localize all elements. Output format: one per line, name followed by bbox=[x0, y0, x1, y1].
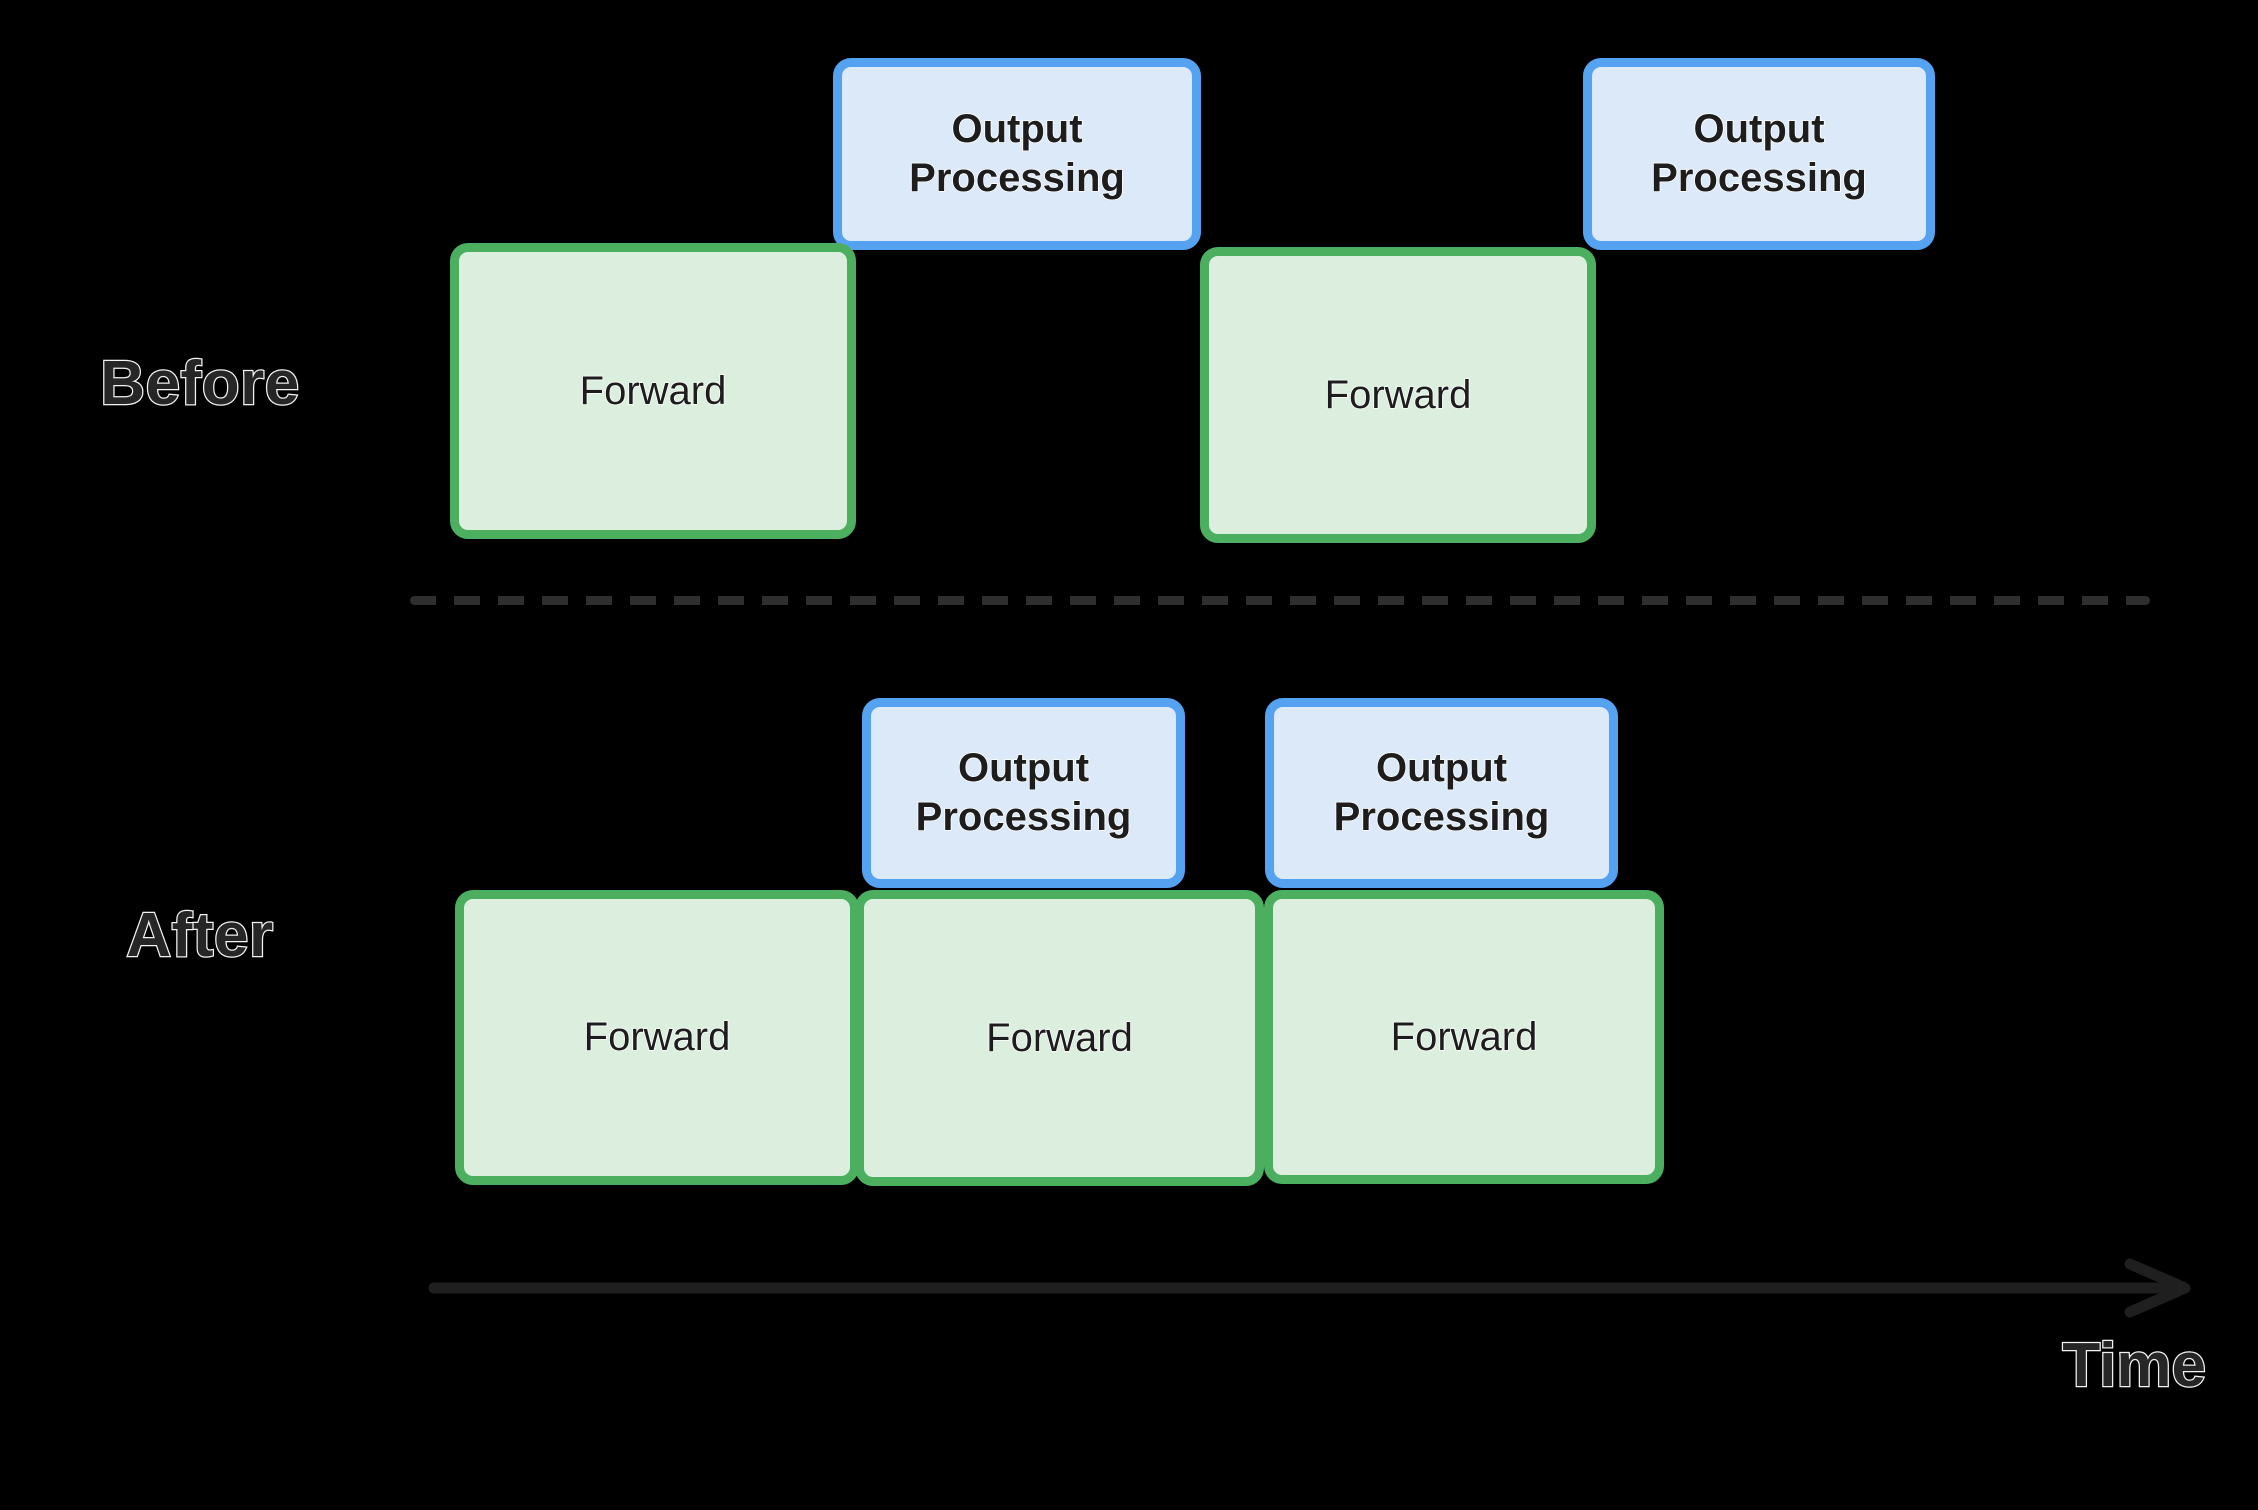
block-label: Forward bbox=[985, 1015, 1133, 1060]
block-label-line1: Output bbox=[1375, 745, 1508, 791]
time-axis-label: Time bbox=[2061, 1330, 2207, 1402]
after-forward-block-2: Forward bbox=[855, 890, 1264, 1186]
before-output-processing-block-1: Output Processing bbox=[833, 58, 1201, 250]
before-output-processing-block-2: Output Processing bbox=[1583, 58, 1935, 250]
section-divider bbox=[410, 596, 2150, 605]
block-label: Output Processing bbox=[908, 105, 1125, 203]
row-label-after: After bbox=[125, 900, 274, 972]
after-output-processing-block-1: Output Processing bbox=[862, 698, 1185, 888]
before-forward-block-1: Forward bbox=[450, 243, 856, 539]
after-forward-block-3: Forward bbox=[1264, 890, 1664, 1184]
time-axis-arrow bbox=[428, 1258, 2191, 1318]
block-label: Forward bbox=[579, 368, 727, 413]
block-label: Output Processing bbox=[1650, 105, 1867, 203]
block-label: Forward bbox=[1324, 372, 1472, 417]
block-label-line1: Output bbox=[951, 106, 1084, 152]
block-label: Forward bbox=[583, 1014, 731, 1060]
after-output-processing-block-2: Output Processing bbox=[1265, 698, 1618, 888]
block-label: Forward bbox=[1390, 1014, 1538, 1059]
block-label-line2: Processing bbox=[1650, 155, 1867, 201]
block-label-line2: Processing bbox=[915, 794, 1132, 840]
before-forward-block-2: Forward bbox=[1200, 247, 1596, 543]
time-axis-arrowhead bbox=[2124, 1258, 2191, 1318]
block-label-line2: Processing bbox=[908, 155, 1125, 201]
block-label-line2: Processing bbox=[1333, 794, 1550, 840]
block-label-line1: Output bbox=[1693, 106, 1826, 152]
block-label: Output Processing bbox=[915, 744, 1132, 842]
after-forward-block-1: Forward bbox=[455, 890, 859, 1185]
row-label-before: Before bbox=[99, 348, 300, 420]
block-label-line1: Output bbox=[957, 745, 1090, 791]
block-label: Output Processing bbox=[1333, 744, 1550, 842]
